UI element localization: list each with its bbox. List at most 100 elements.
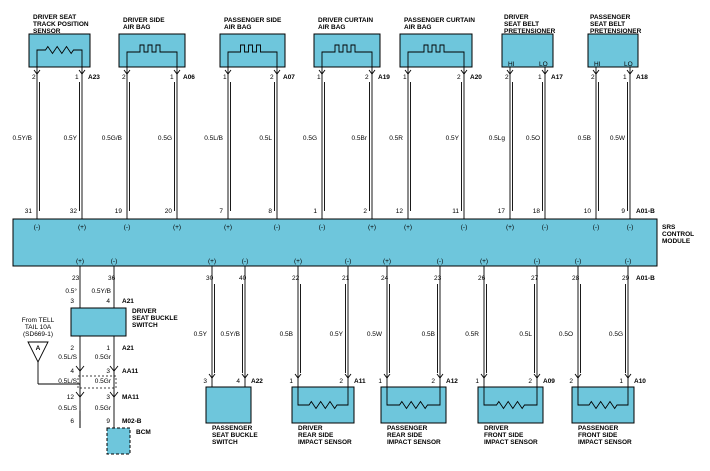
bottom-polarity-8: (+) [480, 258, 488, 265]
splice-dashed-box [77, 375, 117, 389]
m02-pin-left: 6 [70, 418, 74, 425]
passenger-seat-belt-hi-label: HI [594, 61, 601, 68]
passenger-seat-buckle-box [205, 386, 252, 424]
driver-front-side-connector-marks [480, 373, 541, 379]
passenger-front-side-module-pin-right: 29 [622, 275, 630, 282]
driver-seat-track-module-pin-right: 32 [70, 208, 78, 215]
passenger-seat-belt-name-0: PASSENGER [590, 14, 631, 21]
driver-seat-belt-wire-label-right: 0.5O [526, 135, 540, 142]
passenger-front-side-module-pin-left: 28 [572, 275, 580, 282]
passenger-seat-belt-connector: A18 [636, 74, 648, 81]
aa11-wire-left: 0.5L/S [58, 378, 77, 385]
passenger-side-airbag-name-1: AIR BAG [224, 24, 251, 31]
driver-seat-buckle-box [70, 307, 127, 337]
driver-buckle-pin-top-right: 4 [106, 298, 110, 305]
top-polarity-9: (-) [461, 224, 468, 231]
driver-curtain-airbag-name-1: AIR BAG [318, 24, 345, 31]
passenger-seat-buckle-wire-label-right: 0.5Y/B [220, 331, 240, 338]
bottom-polarity-9: (-) [534, 258, 541, 265]
driver-seat-belt-wire-label-left: 0.5Lg [489, 135, 506, 142]
driver-seat-belt-name-1: SEAT BELT [504, 21, 539, 28]
driver-seat-belt-hi-label: HI [508, 61, 515, 68]
driver-seat-belt-connector: A17 [551, 74, 563, 81]
aa11-connector: AA11 [122, 368, 139, 375]
passenger-curtain-airbag-module-pin-left: 12 [396, 208, 404, 215]
module-top-connector: A01-B [636, 208, 655, 215]
driver-seat-track-connector: A23 [88, 74, 100, 81]
bottom-polarity-10: (-) [575, 258, 582, 265]
top-polarity-1: (+) [78, 224, 86, 231]
driver-front-side-resistor-symbol [490, 400, 531, 410]
m02-pin-right: 9 [106, 418, 110, 425]
passenger-front-side-wire-label-right: 0.5G [609, 331, 623, 338]
driver-side-airbag-module-pin-right: 20 [165, 208, 173, 215]
passenger-seat-belt-wire-label-left: 0.5B [578, 135, 591, 142]
from-tell-tail-0: From TELL [22, 317, 55, 324]
driver-buckle-pin-top-left: 3 [70, 298, 74, 305]
passenger-seat-belt-name-1: SEAT BELT [590, 21, 625, 28]
top-polarity-12: (-) [593, 224, 600, 231]
driver-seat-track-module-pin-left: 31 [25, 208, 33, 215]
aa11-marks [75, 365, 119, 372]
driver-side-airbag-wire-label-left: 0.5G/B [102, 135, 122, 142]
top-polarity-11: (-) [542, 224, 549, 231]
passenger-seat-belt-name-2: PRETENSIONER [590, 28, 642, 35]
passenger-curtain-airbag-name-1: AIR BAG [404, 24, 431, 31]
passenger-rear-side-wire-label-left: 0.5W [367, 331, 383, 338]
ma11-wire-left: 0.5L/S [58, 405, 77, 412]
top-polarity-5: (-) [274, 224, 281, 231]
passenger-curtain-airbag-connector: A20 [470, 74, 482, 81]
driver-rear-side-module-pin-right: 21 [342, 275, 350, 282]
ma11-connector: MA11 [122, 394, 139, 401]
top-polarity-8: (+) [404, 224, 412, 231]
passenger-seat-buckle-name-0: PASSENGER [212, 425, 253, 432]
passenger-side-airbag-module-pin-right: 8 [268, 208, 272, 215]
driver-buckle-module-pin-right: 36 [108, 275, 116, 282]
top-polarity-10: (+) [506, 224, 514, 231]
driver-seat-track-pin-right: 1 [75, 74, 79, 81]
passenger-rear-side-module-pin-right: 23 [434, 275, 442, 282]
tell-tail-ref-marker: A [36, 345, 41, 352]
driver-curtain-airbag-module-pin-right: 2 [363, 208, 367, 215]
m02-connector: M02-B [122, 418, 142, 425]
driver-curtain-airbag-name-0: DRIVER CURTAIN [318, 17, 373, 24]
ma11-wire-right: 0.5Gr [95, 405, 112, 412]
driver-buckle-wire-top-left: 0.5° [65, 287, 77, 295]
bottom-polarity-5: (-) [345, 258, 352, 265]
driver-front-side-name-1: FRONT SIDE [484, 432, 524, 439]
driver-rear-side-name-2: IMPACT SENSOR [298, 439, 352, 446]
driver-curtain-airbag-wire-label-left: 0.5G [303, 135, 317, 142]
bottom-polarity-4: (+) [294, 258, 302, 265]
driver-buckle-wire-mid-left: 0.5L/S [58, 354, 77, 361]
passenger-side-airbag-name-0: PASSENGER SIDE [224, 17, 282, 24]
passenger-seat-belt-pin-left: 2 [591, 74, 595, 81]
driver-front-side-module-pin-right: 27 [531, 275, 539, 282]
driver-front-side-name-2: IMPACT SENSOR [484, 439, 538, 446]
driver-front-side-module-pin-left: 26 [478, 275, 486, 282]
passenger-rear-side-connector: A12 [446, 378, 458, 385]
driver-buckle-name-0: DRIVER [132, 308, 157, 315]
passenger-curtain-airbag-squib-symbol [418, 44, 454, 53]
passenger-front-side-pin-left: 2 [569, 378, 573, 385]
passenger-seat-buckle-connector-marks [208, 373, 249, 379]
passenger-curtain-airbag-leads [407, 51, 465, 67]
driver-seat-belt-box [501, 33, 554, 68]
driver-curtain-airbag-connector: A19 [378, 74, 390, 81]
passenger-rear-side-name-1: REAR SIDE [387, 432, 423, 439]
passenger-curtain-airbag-wire-label-right: 0.5Y [446, 135, 460, 142]
aa11-pin-right: 3 [106, 368, 110, 375]
driver-rear-side-name-1: REAR SIDE [298, 432, 334, 439]
passenger-front-side-name-0: PASSENGER [578, 425, 619, 432]
bottom-polarity-1: (-) [111, 258, 118, 265]
passenger-seat-buckle-name-2: SWITCH [212, 439, 238, 446]
driver-rear-side-resistor-symbol [303, 400, 343, 410]
driver-side-airbag-pin-right: 1 [170, 74, 174, 81]
driver-seat-track-wire-label-left: 0.5Y/B [12, 135, 32, 142]
top-polarity-4: (+) [224, 224, 232, 231]
bottom-polarity-3: (-) [242, 258, 249, 265]
